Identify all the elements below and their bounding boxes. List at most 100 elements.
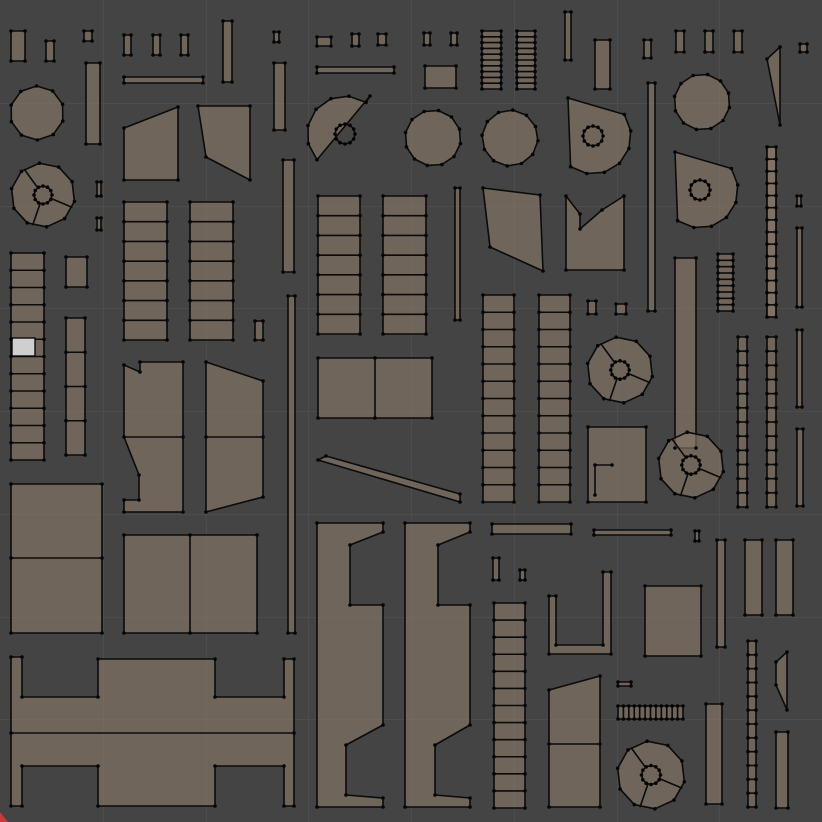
uv-island[interactable] [766, 46, 781, 126]
uv-vertex [338, 123, 342, 128]
uv-island[interactable] [548, 571, 612, 655]
uv-vertex [83, 418, 87, 423]
uv-island[interactable] [273, 62, 286, 131]
uv-island[interactable] [123, 34, 132, 56]
uv-island[interactable] [123, 106, 179, 181]
uv-island[interactable] [644, 585, 702, 657]
uv-island[interactable] [617, 681, 632, 687]
selected-face[interactable] [11, 337, 36, 357]
uv-strip-island[interactable] [317, 195, 361, 335]
uv-island[interactable] [96, 181, 102, 197]
uv-island[interactable] [404, 522, 471, 808]
uv-vertex [765, 205, 769, 210]
uv-island[interactable] [83, 30, 93, 42]
uv-island[interactable] [615, 303, 627, 315]
uv-island[interactable] [424, 65, 457, 89]
uv-island[interactable] [564, 11, 572, 61]
uv-island[interactable] [733, 30, 743, 53]
uv-vertex [765, 230, 769, 234]
uv-island[interactable] [96, 217, 102, 231]
uv-strip-island[interactable] [189, 201, 234, 341]
uv-island[interactable] [316, 36, 332, 47]
uv-island[interactable] [775, 651, 788, 711]
uv-vertex [492, 806, 496, 810]
uv-island[interactable] [10, 30, 26, 62]
uv-island[interactable] [587, 300, 597, 315]
uv-island[interactable] [744, 539, 763, 616]
uv-island[interactable] [152, 34, 161, 56]
uv-island[interactable] [482, 187, 544, 272]
uv-island[interactable] [643, 39, 652, 59]
uv-vertex [99, 180, 103, 184]
uv-vertex [688, 188, 692, 192]
uv-strip-island[interactable] [287, 295, 296, 634]
uv-vertex [568, 293, 572, 297]
uv-fan-island[interactable] [567, 97, 632, 175]
uv-strip-island[interactable] [85, 62, 101, 145]
uv-island[interactable] [548, 675, 601, 808]
uv-vertex [282, 804, 286, 808]
uv-island[interactable] [796, 227, 803, 308]
uv-vertex [64, 350, 68, 355]
uv-island[interactable] [593, 529, 672, 536]
uv-island[interactable] [675, 30, 685, 53]
uv-island[interactable] [565, 195, 625, 271]
uv-island[interactable] [351, 33, 360, 47]
uv-vertex [458, 492, 462, 496]
uv-island[interactable] [775, 539, 794, 616]
uv-strip-island[interactable] [647, 82, 656, 312]
uv-vertex [754, 749, 758, 754]
uv-island[interactable] [65, 256, 88, 288]
uv-island[interactable] [705, 703, 723, 805]
uv-vertex [774, 448, 778, 453]
uv-fan-island[interactable] [674, 151, 739, 229]
uv-vertex [381, 213, 385, 218]
uv-island[interactable] [491, 523, 572, 535]
uv-island[interactable] [316, 522, 384, 808]
uv-vertex [122, 81, 126, 85]
uv-island[interactable] [716, 539, 726, 648]
uv-vertex [492, 601, 496, 605]
uv-island[interactable] [423, 32, 431, 46]
uv-island[interactable] [704, 30, 714, 53]
uv-disc-island[interactable] [404, 109, 462, 167]
uv-island[interactable] [10, 656, 295, 807]
uv-strip-island[interactable] [382, 195, 427, 335]
uv-island[interactable] [180, 34, 189, 56]
uv-vertex [481, 431, 485, 435]
uv-island[interactable] [377, 33, 387, 46]
uv-vertex [703, 29, 707, 33]
uv-island[interactable] [594, 39, 611, 90]
uv-island[interactable] [222, 20, 233, 83]
uv-strip-island[interactable] [123, 201, 168, 341]
uv-island[interactable] [492, 557, 500, 581]
uv-island[interactable] [316, 66, 395, 74]
uv-strip-island[interactable] [674, 257, 697, 449]
uv-island[interactable] [254, 320, 264, 341]
uv-island[interactable] [454, 187, 461, 321]
uv-islands[interactable] [10, 11, 808, 810]
uv-island[interactable] [197, 105, 251, 181]
uv-strip-island[interactable] [717, 253, 734, 312]
uv-vertex [41, 184, 45, 188]
uv-2d-cursor-icon[interactable] [0, 812, 8, 822]
uv-vertex [351, 127, 356, 131]
uv-vertex [221, 19, 225, 23]
uv-disc-island[interactable] [673, 73, 731, 131]
uv-island[interactable] [45, 40, 55, 62]
uv-disc-island[interactable] [10, 85, 64, 141]
uv-disc-island[interactable] [481, 109, 539, 167]
uv-island[interactable] [450, 32, 458, 46]
uv-island[interactable] [796, 329, 803, 408]
uv-island[interactable] [282, 159, 295, 273]
uv-island[interactable] [317, 455, 461, 503]
uv-vertex [672, 94, 677, 99]
uv-island[interactable] [123, 76, 204, 84]
uv-vertex [765, 254, 769, 259]
uv-island[interactable] [775, 731, 789, 809]
uv-island[interactable] [796, 428, 804, 507]
uv-fan-island[interactable] [307, 95, 371, 161]
uv-vertex [800, 305, 804, 309]
